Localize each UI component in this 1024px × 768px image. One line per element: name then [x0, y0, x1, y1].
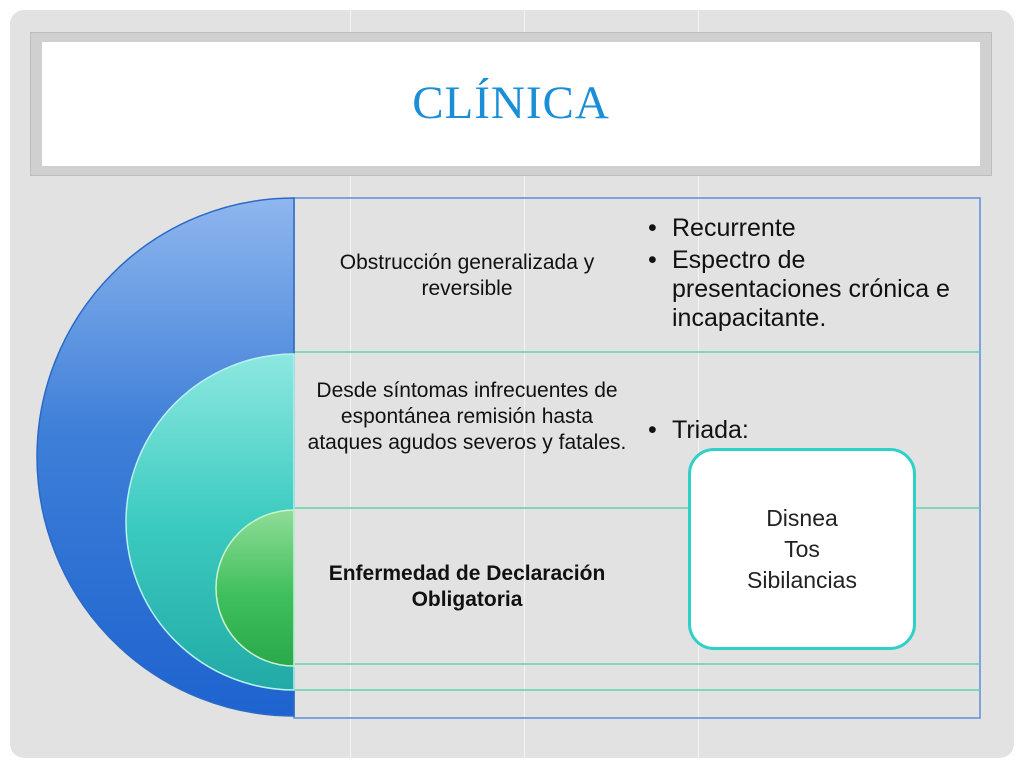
triad-item: Tos [784, 535, 820, 562]
bullet-item: • Triada: [646, 416, 976, 445]
background-grid-line [350, 10, 351, 758]
title-box: CLÍNICA [42, 42, 980, 166]
triad-item: Disnea [766, 504, 838, 531]
bullet-dot-icon: • [648, 214, 657, 242]
bullet-text: Espectro de presentaciones crónica e inc… [672, 246, 950, 332]
inner-semicircle [215, 509, 295, 667]
row-2-text: Desde síntomas infrecuentes de espontáne… [307, 379, 627, 454]
row-2-bullet-list: • Triada: [646, 416, 976, 448]
background-grid-line [698, 10, 699, 758]
bullet-text: Recurrente [672, 214, 796, 242]
bullet-dot-icon: • [648, 416, 657, 444]
bullet-item: • Recurrente [646, 214, 976, 243]
triad-callout: Disnea Tos Sibilancias [688, 448, 916, 650]
slide-title: CLÍNICA [412, 77, 610, 129]
triad-item: Sibilancias [747, 566, 857, 593]
bullet-text: Triada: [672, 416, 749, 444]
background-grid-line [524, 10, 525, 758]
row-3-text: Enfermedad de Declaración Obligatoria [328, 562, 606, 611]
row-1-bullet-list: • Recurrente • Espectro de presentaciones … [646, 214, 976, 336]
bullet-item: • Espectro de presentaciones crónica e in… [646, 246, 976, 333]
row-1-text: Obstrucción generalizada y reversible [339, 251, 595, 300]
bullet-dot-icon: • [648, 246, 657, 274]
